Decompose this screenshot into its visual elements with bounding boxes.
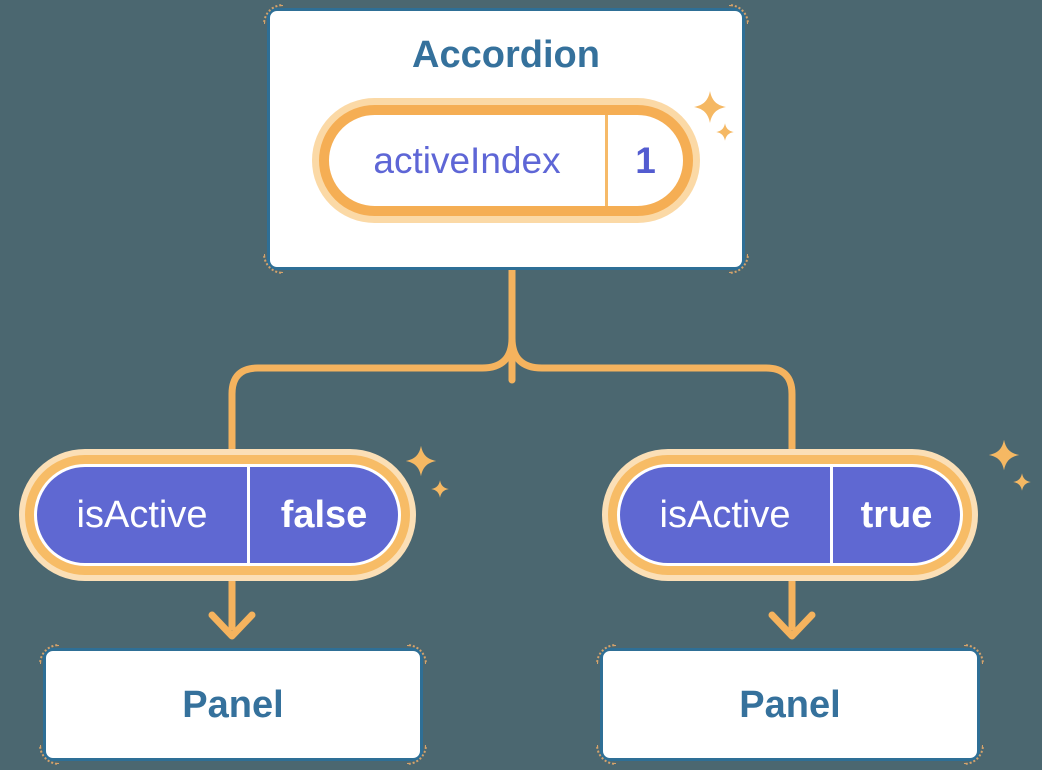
corner-dots-icon	[964, 644, 984, 664]
connector-right-branch	[508, 268, 796, 458]
state-value: 1	[635, 139, 656, 181]
prop-value: false	[280, 493, 368, 536]
corner-dots-icon	[964, 745, 984, 765]
sparkle-icon	[988, 439, 1020, 471]
is-active-pill-left: isActive false	[25, 455, 410, 575]
corner-dots-icon	[407, 644, 427, 664]
sparkle-icon	[1013, 473, 1031, 491]
active-index-state-pill: activeIndex 1	[319, 105, 693, 216]
sparkle-icon	[431, 480, 449, 498]
panel-title-left: Panel	[182, 683, 284, 726]
corner-dots-icon	[407, 745, 427, 765]
corner-dots-icon	[596, 745, 616, 765]
arrowhead-left-icon	[208, 611, 256, 640]
panel-title-right: Panel	[739, 683, 841, 726]
prop-name-label: isActive	[659, 493, 791, 536]
prop-value: true	[860, 493, 933, 536]
panel-card-right: Panel	[596, 644, 984, 765]
panel-card-left: Panel	[39, 644, 427, 765]
corner-dots-icon	[39, 644, 59, 664]
accordion-card: Accordion activeIndex 1	[263, 4, 749, 274]
corner-dots-icon	[596, 644, 616, 664]
sparkle-icon	[405, 445, 437, 477]
pill-divider	[247, 467, 250, 563]
connector-left-branch	[228, 268, 516, 458]
corner-dots-icon	[263, 254, 283, 274]
corner-dots-icon	[729, 254, 749, 274]
pill-divider	[605, 115, 608, 206]
corner-dots-icon	[263, 4, 283, 24]
arrowhead-right-icon	[768, 611, 816, 640]
prop-name-label: isActive	[76, 493, 208, 536]
is-active-pill-left-body: isActive false	[37, 467, 398, 563]
state-name-label: activeIndex	[373, 139, 561, 181]
accordion-title: Accordion	[412, 34, 600, 76]
is-active-pill-right-body: isActive true	[620, 467, 960, 563]
pill-divider	[830, 467, 833, 563]
corner-dots-icon	[729, 4, 749, 24]
is-active-pill-right: isActive true	[608, 455, 972, 575]
corner-dots-icon	[39, 745, 59, 765]
